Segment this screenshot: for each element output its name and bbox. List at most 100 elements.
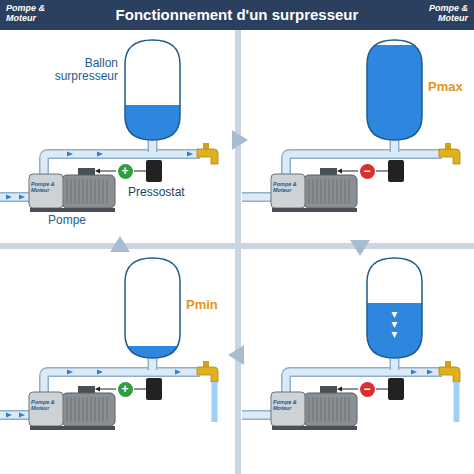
wire-arrow [95,387,100,392]
motor-fin [75,397,76,422]
flow-arrow [392,322,398,328]
pump-head [29,392,63,426]
wire [134,171,146,172]
step-arrow [350,240,370,256]
pipe-outline [148,140,158,152]
faucet-handle [203,361,209,367]
motor-fin [325,179,326,204]
motor-fin [341,397,342,422]
motor-fin [329,179,330,204]
sign-text: + [121,165,128,177]
pump-label: Pompe [48,214,86,227]
pressostat [146,160,162,182]
motor-fin [67,397,68,422]
faucet-handle [445,361,451,367]
flow-arrow [411,370,417,375]
panel [242,40,460,212]
flow-arrow [19,195,25,200]
wire-arrow [337,387,342,392]
pump-head [271,392,305,426]
motor [62,393,115,426]
motor-fin [345,179,346,204]
wire [98,389,116,390]
pipe [391,358,398,370]
flow-arrow [97,370,103,375]
faucet-handle [445,143,451,149]
flow-arrow [67,152,73,157]
motor-fin [79,179,80,204]
motor-fin [333,397,334,422]
pipe-outline [242,192,274,202]
step-arrow [110,236,130,252]
pump-logo: Pompe & Moteur [273,181,303,193]
tank-outline [367,258,422,358]
wire [340,171,358,172]
divider-horizontal [0,243,474,249]
motor-fin [83,179,84,204]
flow-arrow [19,413,25,418]
motor-fin [107,179,108,204]
motor-fin [321,397,322,422]
flow-arrow [6,195,12,200]
pressure-label: Pmin [186,298,218,312]
motor-fin [337,397,338,422]
pipe [391,140,398,152]
motor-fin [329,397,330,422]
motor-fin [325,397,326,422]
flow-arrow [392,332,398,338]
pressostat [388,378,404,400]
motor-fin [87,179,88,204]
pump-logo: Pompe & Moteur [31,399,61,411]
motor-fin [321,179,322,204]
motor-fin [75,179,76,204]
sign-text: − [363,165,370,177]
state-sign: − [360,164,375,179]
flow-arrow [392,312,398,318]
wire-arrow [337,169,342,174]
pipe [149,358,156,370]
motor-fin [103,179,104,204]
faucet [439,149,460,164]
motor-fin [79,397,80,422]
motor-fin [313,397,314,422]
pipe [149,140,156,152]
motor-fin [107,397,108,422]
logo-text: Pompe & Moteur [420,4,468,24]
pipe [242,412,274,419]
pipe-outline [0,192,32,202]
flow-arrow [97,152,103,157]
motor-fin [317,179,318,204]
motor-fin [95,179,96,204]
pipe [242,194,274,201]
motor-fin [309,179,310,204]
flow-arrow [150,74,156,80]
flow-arrow [150,84,156,90]
pressostat [388,160,404,182]
motor-fin [337,179,338,204]
tank-water [120,346,190,456]
water-stream [212,382,218,422]
flow-arrow [187,152,193,157]
pressure-switch-label: Pressostat [128,186,185,199]
title: Fonctionnement d'un surpresseur [116,7,359,24]
pump-base [30,426,115,430]
logo-text: Pompe & Moteur [6,4,54,24]
pump-logo: Pompe & Moteur [31,181,61,193]
motor-fin [99,179,100,204]
motor-fin [345,397,346,422]
sign-text: − [363,383,370,395]
motor-fin [83,397,84,422]
motor-fin [349,397,350,422]
motor-fin [313,179,314,204]
wire [98,171,116,172]
title-bar [0,0,474,30]
pressostat [146,378,162,400]
wire [376,171,388,172]
pipe [0,194,32,201]
faucet [439,367,460,382]
motor-fin [71,179,72,204]
panel [0,40,218,215]
pipe-outline [390,358,400,370]
step-arrow [228,345,244,365]
